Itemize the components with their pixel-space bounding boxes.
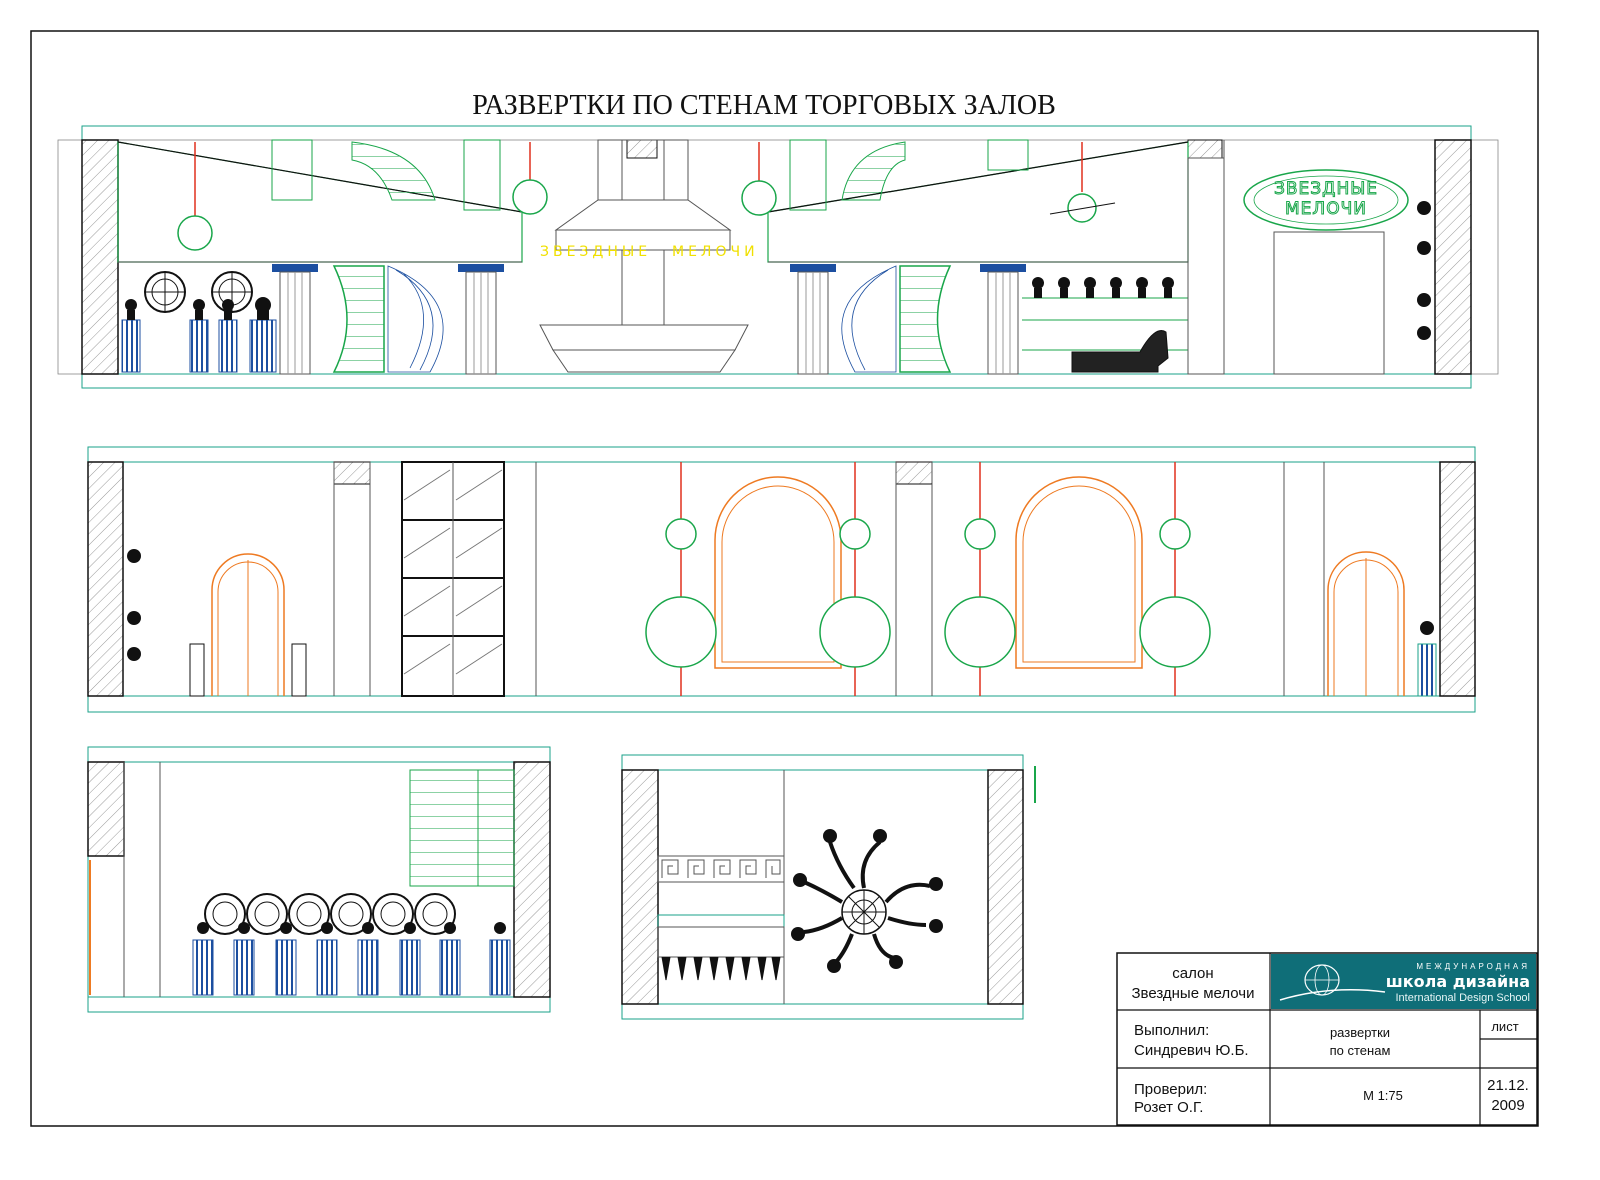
- checked-label: Проверил:: [1134, 1081, 1207, 1098]
- drawing-title-line2: по стенам: [1330, 1043, 1391, 1058]
- lamp-globe: [665, 518, 697, 550]
- logo-sub-text: International Design School: [1395, 992, 1530, 1004]
- logo-top-text: МЕЖДУНАРОДНАЯ: [1416, 962, 1530, 971]
- wall-section: [621, 769, 659, 1005]
- scale-label: М 1:75: [1363, 1088, 1403, 1103]
- radial-bust-composition: [791, 829, 943, 973]
- sheet-label: лист: [1491, 1019, 1518, 1034]
- ionic-column: [272, 264, 318, 375]
- school-logo: МЕЖДУНАРОДНАЯ школа дизайна Internationa…: [1271, 954, 1536, 1009]
- ionic-column: [458, 264, 504, 375]
- arched-door: [1327, 551, 1405, 696]
- bust-shelf: [1022, 277, 1188, 351]
- spiral-staircase: [841, 265, 952, 373]
- lamp-globe: [645, 596, 717, 668]
- date-line1: 21.12.: [1487, 1077, 1529, 1094]
- shield-display: [144, 271, 253, 313]
- lamp-globe: [1139, 596, 1211, 668]
- stair-block: [409, 769, 515, 887]
- lamp-globe: [944, 596, 1016, 668]
- wall-section: [87, 461, 124, 697]
- elevation-2: [87, 446, 1476, 713]
- sign-ribbon-left: ЗВЕЗДНЫЕ: [540, 244, 651, 260]
- pendant-lamp: [177, 215, 213, 251]
- pendant-lamp: [1067, 193, 1097, 223]
- glass-cabinet: [401, 461, 505, 697]
- elevation-4: [621, 754, 1036, 1020]
- arched-niche: [1015, 476, 1143, 669]
- store-sign: ЗВЕЗДНЫЕ МЕЛОЧИ: [1243, 169, 1409, 231]
- wall-section: [1439, 461, 1476, 697]
- lamp-globe: [839, 518, 871, 550]
- elevation-1: ЗВЕЗДНЫЕ МЕЛОЧИ: [57, 125, 1499, 389]
- lamp-globe: [1159, 518, 1191, 550]
- wall-section: [513, 761, 551, 998]
- pedestal-row: [192, 922, 511, 996]
- sheet-title: РАЗВЕРТКИ ПО СТЕНАМ ТОРГОВЫХ ЗАЛОВ: [472, 90, 1056, 121]
- sign-ribbon-right: МЕЛОЧИ: [672, 244, 759, 260]
- wall-section: [1434, 139, 1472, 375]
- ionic-column: [790, 264, 836, 375]
- project-type: салон: [1172, 965, 1213, 982]
- performed-label: Выполнил:: [1134, 1022, 1209, 1039]
- title-block: салон Звездные мелочи МЕЖДУНАРОДНАЯ школ…: [1116, 952, 1538, 1126]
- greek-key-frieze: [657, 855, 785, 981]
- pendant-lamp: [512, 179, 548, 215]
- chaise-lounge: [1071, 330, 1169, 373]
- bust-pedestal: [121, 297, 277, 373]
- date-line2: 2009: [1491, 1097, 1524, 1114]
- drawing-title-line1: развертки: [1330, 1025, 1390, 1040]
- shield-row: [204, 893, 456, 935]
- sign-line-2: МЕЛОЧИ: [1285, 199, 1367, 219]
- ionic-column: [980, 264, 1026, 375]
- pendant-lamp: [741, 180, 777, 216]
- spiral-staircase: [332, 265, 444, 373]
- checked-name: Розет О.Г.: [1134, 1099, 1203, 1116]
- wall-section: [87, 761, 125, 857]
- lamp-globe: [964, 518, 996, 550]
- wall-section: [987, 769, 1024, 1005]
- wall-section: [81, 139, 119, 375]
- sign-line-1: ЗВЕЗДНЫЕ: [1274, 179, 1378, 199]
- arched-niche: [714, 476, 842, 669]
- central-hood: [539, 139, 749, 373]
- lamp-globe: [819, 596, 891, 668]
- project-name: Звездные мелочи: [1131, 985, 1254, 1002]
- performed-name: Синдревич Ю.Б.: [1134, 1042, 1249, 1059]
- logo-main-text: школа дизайна: [1386, 972, 1530, 991]
- elevation-3: [87, 746, 551, 1013]
- sheet-frame: [30, 30, 1539, 1127]
- arched-door: [211, 553, 285, 696]
